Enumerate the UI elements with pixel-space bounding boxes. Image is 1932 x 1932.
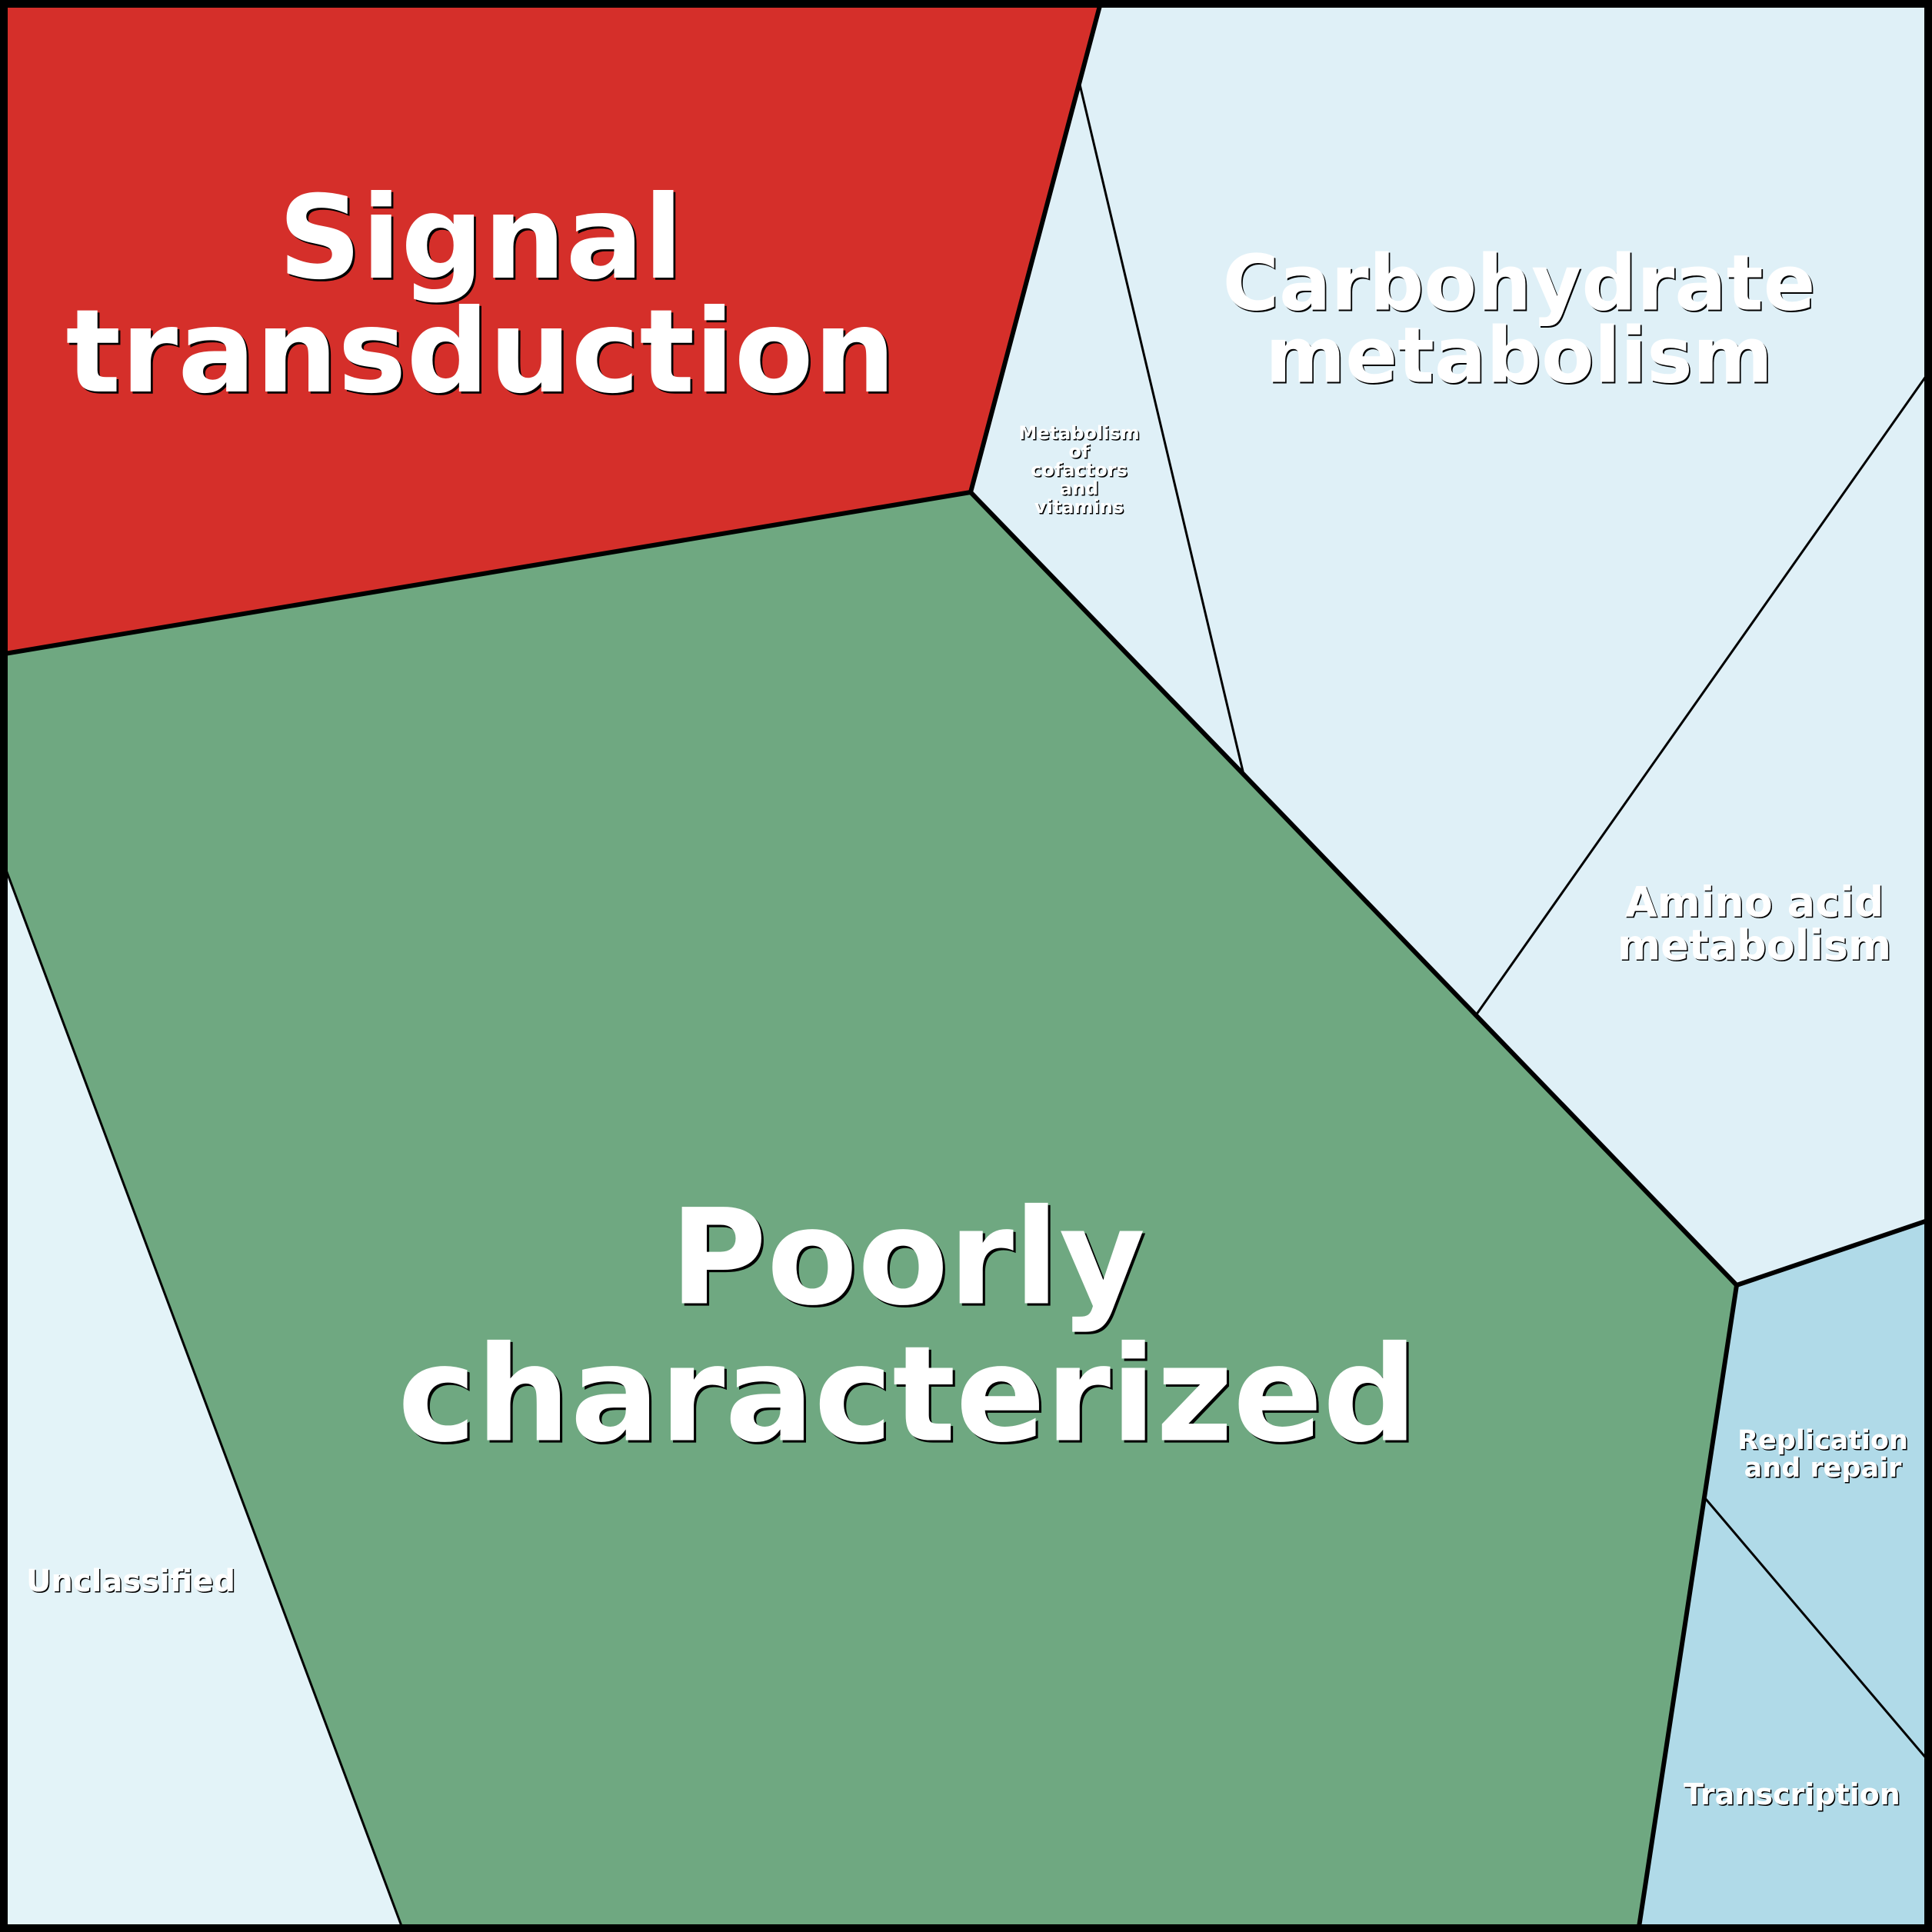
highlight-border: [1636, 1283, 1739, 1932]
highlight-border: [1241, 772, 1478, 1018]
label-shadow: Unclassified: [27, 1565, 236, 1601]
label-line: Transcription: [1684, 1777, 1900, 1811]
label-line: metabolism: [1617, 921, 1891, 970]
label-line: Amino acid: [1625, 878, 1884, 927]
label-line: Carbohydrate: [1223, 238, 1816, 328]
label-line: Replication: [1737, 1425, 1908, 1456]
label-shadow: transduction: [68, 288, 898, 421]
label-line: vitamins: [1034, 496, 1124, 518]
label-line: Signal: [278, 172, 683, 305]
label-shadow: characterized: [400, 1320, 1420, 1474]
labels-layer: SignalSignaltransductiontransductionPoor…: [26, 172, 1909, 1813]
label-line: of: [1069, 441, 1090, 462]
label-line: Metabolism: [1018, 422, 1139, 444]
label-shadow: vitamins: [1035, 498, 1124, 519]
label-line: characterized: [398, 1317, 1417, 1472]
label-shadow: Carbohydrate: [1224, 239, 1817, 329]
highlight-border: [1474, 1013, 1739, 1287]
label-line: and repair: [1744, 1453, 1902, 1484]
cell-signal-transduction: [0, 0, 1101, 655]
cell-border: [1474, 366, 1932, 1017]
label-line: metabolism: [1265, 311, 1773, 401]
label-line: and: [1060, 478, 1098, 499]
label-shadow: Poorly: [672, 1183, 1148, 1337]
cell-carbohydrate-metabolism: [1080, 0, 1932, 1015]
highlight-border: [0, 490, 973, 657]
cell-border: [1704, 1497, 1932, 1767]
label-shadow: and repair: [1745, 1454, 1903, 1485]
cell-border: [0, 852, 405, 1932]
highlight-border: [968, 490, 1246, 777]
label-shadow: Transcription: [1685, 1779, 1902, 1813]
highlight-border: [1734, 1217, 1932, 1287]
cell-metabolism-of-cofactors-and-vitamins: [971, 85, 1244, 774]
label-line: transduction: [65, 285, 895, 419]
label-shadow: Amino acid: [1626, 879, 1885, 928]
label-shadow: Replication: [1739, 1427, 1910, 1457]
label-shadow: Signal: [281, 174, 685, 308]
cell-replication-and-repair: [1705, 1219, 1932, 1765]
label-shadow: and: [1061, 479, 1099, 501]
label-carbohydrate-metabolism: CarbohydrateCarbohydratemetabolismmetabo…: [1223, 238, 1817, 402]
highlight-border: [968, 0, 1104, 495]
label-metabolism-of-cofactors-and-vitamins: MetabolismMetabolismofofcofactorscofacto…: [1018, 422, 1141, 519]
cell-border: [1078, 83, 1245, 776]
label-shadow: metabolism: [1618, 922, 1892, 971]
cell-poorly-characterized: [0, 492, 1737, 1932]
label-line: cofactors: [1031, 459, 1128, 481]
label-shadow: Metabolism: [1020, 424, 1141, 445]
cell-amino-acid-metabolism: [1476, 368, 1932, 1285]
label-shadow: metabolism: [1267, 311, 1774, 401]
label-shadow: of: [1070, 442, 1091, 464]
label-line: Poorly: [670, 1181, 1145, 1335]
label-line: Unclassified: [26, 1564, 235, 1599]
label-shadow: cofactors: [1032, 461, 1129, 482]
cell-transcription: [1638, 1498, 1932, 1932]
